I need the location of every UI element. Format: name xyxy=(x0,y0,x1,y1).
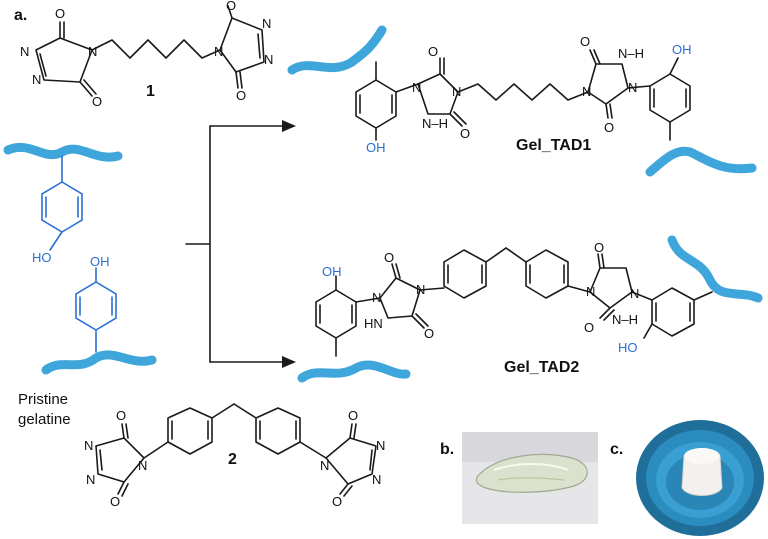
panel-label-c: c. xyxy=(610,441,623,458)
atom-o: O xyxy=(332,494,342,509)
gel-tad2-structure xyxy=(297,235,763,383)
compound-1-label: 1 xyxy=(146,83,155,100)
atom-n: N xyxy=(86,472,95,487)
compound-2-label: 2 xyxy=(228,451,237,468)
atom-ho: HO xyxy=(618,340,638,355)
atom-o: O xyxy=(428,44,438,59)
photo-b-gel-sample xyxy=(462,432,598,524)
atom-n: N xyxy=(32,72,41,87)
atom-o: O xyxy=(584,320,594,335)
atom-n: N xyxy=(20,44,29,59)
atom-o: O xyxy=(424,326,434,341)
atom-o: O xyxy=(55,6,65,21)
atom-oh: OH xyxy=(672,42,692,57)
gel-tad2-label: Gel_TAD2 xyxy=(504,359,579,376)
atom-n: N xyxy=(264,52,273,67)
pristine-label-line2: gelatine xyxy=(18,411,71,428)
atom-o: O xyxy=(116,408,126,423)
atom-n: N xyxy=(372,472,381,487)
reaction-arrows xyxy=(185,120,296,368)
panel-label-b: b. xyxy=(440,441,454,458)
atom-o: O xyxy=(580,34,590,49)
photo-c-bottle-cap xyxy=(632,418,768,539)
atom-o: O xyxy=(110,494,120,509)
gel-tad1-structure xyxy=(287,25,757,177)
atom-n: N xyxy=(630,286,639,301)
atom-o: O xyxy=(384,250,394,265)
atom-o: O xyxy=(604,120,614,135)
atom-o: O xyxy=(236,88,246,103)
atom-n: N xyxy=(376,438,385,453)
atom-n: N xyxy=(416,282,425,297)
gel-tad1-label: Gel_TAD1 xyxy=(516,137,591,154)
atom-n: N xyxy=(452,84,461,99)
pristine-gelatine-structure xyxy=(3,142,157,375)
atom-n: N xyxy=(582,84,591,99)
atom-n: N xyxy=(628,80,637,95)
atom-oh: OH xyxy=(90,254,110,269)
atom-ho: HO xyxy=(32,250,52,265)
atom-oh: OH xyxy=(366,140,386,155)
atom-n: N xyxy=(138,458,147,473)
atom-nh: N–H xyxy=(422,116,448,131)
panel-label-a: a. xyxy=(14,7,27,24)
atom-n: N xyxy=(214,44,223,59)
pristine-label-line1: Pristine xyxy=(18,391,68,408)
atom-n: N xyxy=(412,80,421,95)
atom-n: N xyxy=(586,284,595,299)
atom-nh: N–H xyxy=(612,312,638,327)
compound-1-structure xyxy=(35,5,265,97)
atom-o: O xyxy=(348,408,358,423)
atom-o: O xyxy=(460,126,470,141)
atom-n: N xyxy=(84,438,93,453)
atom-hn: HN xyxy=(364,316,383,331)
atom-n: N xyxy=(372,290,381,305)
compound-2-structure xyxy=(95,403,377,497)
atom-o: O xyxy=(594,240,604,255)
atom-n: N xyxy=(262,16,271,31)
atom-o: O xyxy=(92,94,102,109)
atom-o: O xyxy=(226,0,236,13)
atom-n: N xyxy=(88,44,97,59)
atom-nh: N–H xyxy=(618,46,644,61)
atom-n: N xyxy=(320,458,329,473)
atom-oh: OH xyxy=(322,264,342,279)
